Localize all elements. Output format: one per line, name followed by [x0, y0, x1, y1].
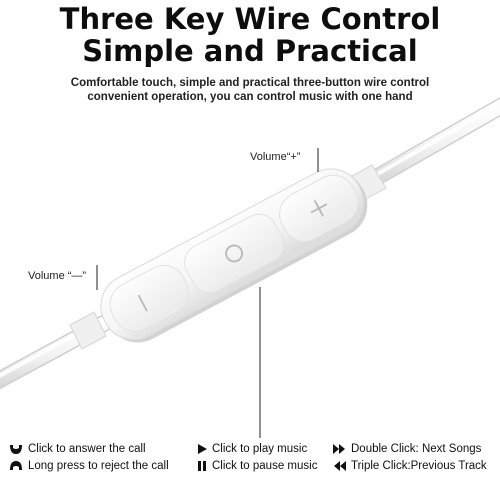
- legend-answer: Click to answer the call: [8, 443, 146, 455]
- phone-answer-icon: [10, 445, 22, 454]
- legend-pause-label: Click to pause music: [212, 460, 318, 472]
- legend-reject: Long press to reject the call: [8, 460, 169, 472]
- legend-previous: Triple Click:Previous Track: [332, 460, 487, 472]
- phone-reject-icon: [10, 461, 22, 470]
- center-circle-icon: [225, 244, 244, 263]
- rewind-icon: [334, 461, 346, 471]
- pause-icon: [198, 461, 206, 471]
- play-icon: [198, 444, 207, 454]
- heading-line-2: Simple and Practical: [82, 34, 418, 68]
- cable-upper: [363, 97, 500, 189]
- minus-symbol-icon: [137, 294, 148, 312]
- volume-down-label: Volume “—”: [28, 270, 87, 282]
- center-button[interactable]: [178, 208, 290, 299]
- fast-forward-icon: [333, 444, 345, 454]
- heading-line-1: Three Key Wire Control: [59, 2, 441, 36]
- legend-reject-label: Long press to reject the call: [28, 460, 169, 472]
- legend-answer-label: Click to answer the call: [28, 443, 146, 455]
- legend-next-label: Double Click: Next Songs: [351, 443, 482, 455]
- legend-play-label: Click to play music: [212, 443, 308, 455]
- legend-next: Double Click: Next Songs: [332, 443, 481, 455]
- plus-symbol-icon: [310, 200, 328, 217]
- description-line-2: convenient operation, you can control mu…: [87, 91, 413, 103]
- remote-body: [100, 168, 368, 343]
- volume-down-button[interactable]: [102, 258, 196, 340]
- volume-up-label: Volume“+”: [250, 151, 301, 163]
- legend-previous-label: Triple Click:Previous Track: [351, 460, 487, 472]
- legend-pause: Click to pause music: [196, 460, 317, 472]
- legend-play: Click to play music: [196, 443, 307, 455]
- description-line-1: Comfortable touch, simple and practical …: [70, 77, 430, 89]
